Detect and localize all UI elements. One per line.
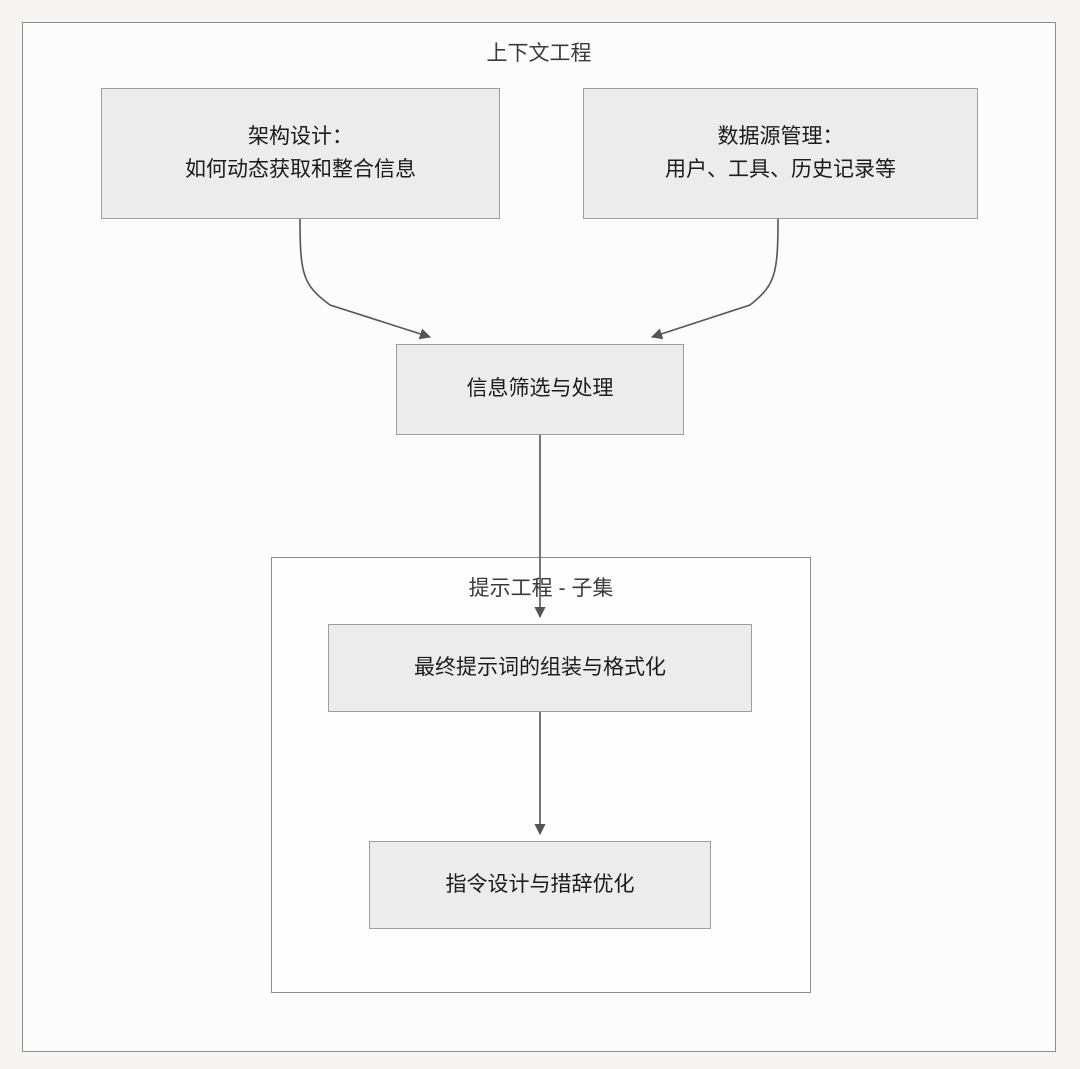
cluster-inner-label: 提示工程 - 子集 <box>468 577 614 600</box>
node-data-source-management-line-1: 数据源管理： <box>717 124 844 148</box>
node-data-source-management[interactable]: 数据源管理： 用户、工具、历史记录等 <box>583 88 978 219</box>
node-architecture-design-line-2: 如何动态获取和整合信息 <box>185 157 416 181</box>
node-data-source-management-line-2: 用户、工具、历史记录等 <box>665 157 896 181</box>
node-information-filtering-line-1: 信息筛选与处理 <box>466 377 614 401</box>
node-information-filtering[interactable]: 信息筛选与处理 <box>396 344 684 435</box>
node-architecture-design-line-1: 架构设计： <box>248 124 353 148</box>
cluster-outer-label: 上下文工程 <box>486 42 592 65</box>
node-instruction-design-line-1: 指令设计与措辞优化 <box>445 872 635 896</box>
node-prompt-assembly[interactable]: 最终提示词的组装与格式化 <box>328 624 752 712</box>
edge-source-to-filter <box>650 218 779 340</box>
node-prompt-assembly-line-1: 最终提示词的组装与格式化 <box>414 655 666 679</box>
edge-arch-to-filter <box>299 218 432 340</box>
node-architecture-design[interactable]: 架构设计： 如何动态获取和整合信息 <box>101 88 500 219</box>
node-instruction-design[interactable]: 指令设计与措辞优化 <box>369 841 711 929</box>
